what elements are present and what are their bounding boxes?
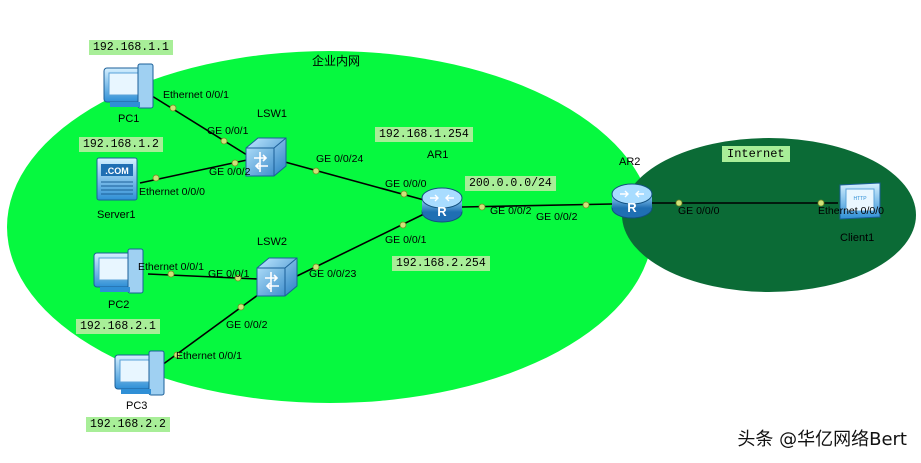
lan-zone-label: 企业内网 (312, 54, 361, 68)
svg-text:HTTP: HTTP (853, 196, 867, 202)
lsw1-name: LSW1 (257, 108, 287, 120)
lan-zone (7, 51, 653, 403)
ar1-name: AR1 (427, 149, 449, 161)
link-pc1-lsw1 (151, 95, 248, 156)
server1-name: Server1 (97, 209, 136, 221)
lsw1-g1-label: GE 0/0/1 (207, 125, 249, 137)
ar1-g1-ip-label: 192.168.2.254 (392, 256, 490, 271)
port-dot (478, 203, 486, 211)
lsw2-g1-label: GE 0/0/1 (208, 268, 250, 280)
ar2-name: AR2 (619, 156, 641, 168)
server1-icon[interactable]: .COM (96, 157, 138, 201)
ar2-g0-label: GE 0/0/0 (678, 205, 720, 217)
lsw2-icon[interactable] (256, 257, 298, 297)
server1-ip-label: 192.168.1.2 (79, 137, 163, 152)
ar1-g2-label: GE 0/0/2 (490, 205, 532, 217)
port-dot (173, 351, 181, 359)
client1-name: Client1 (840, 232, 875, 244)
watermark: 头条 @华亿网络Bert (737, 429, 907, 450)
wan-subnet-label: 200.0.0.0/24 (465, 176, 556, 191)
pc1-port-label: Ethernet 0/0/1 (163, 89, 229, 101)
ar1-g0-label: GE 0/0/0 (385, 178, 427, 190)
lsw2-g23-label: GE 0/0/23 (309, 268, 357, 280)
pc2-name: PC2 (108, 299, 130, 311)
ar2-router-icon[interactable]: R (611, 183, 653, 219)
internet-zone-label: Internet (722, 146, 790, 162)
ar1-g0-ip-label: 192.168.1.254 (375, 127, 473, 142)
port-dot (152, 174, 160, 182)
port-dot (167, 270, 175, 278)
port-dot (169, 104, 177, 112)
port-dot (312, 263, 320, 271)
internet-zone (622, 138, 916, 292)
ar1-g1-label: GE 0/0/1 (385, 234, 427, 246)
port-dot (234, 274, 242, 282)
server1-port-label: Ethernet 0/0/0 (139, 186, 205, 198)
svg-text:R: R (437, 204, 447, 219)
port-dot (231, 159, 239, 167)
svg-text:.COM: .COM (105, 166, 129, 176)
port-dot (312, 167, 320, 175)
ar1-router-icon[interactable]: R (421, 187, 463, 223)
pc2-port-label: Ethernet 0/0/1 (138, 261, 204, 273)
client1-port-label: Ethernet 0/0/0 (818, 205, 884, 217)
port-dot (400, 190, 408, 198)
pc3-icon[interactable] (114, 350, 165, 396)
pc1-ip-label: 192.168.1.1 (89, 40, 173, 55)
lsw1-g2-label: GE 0/0/2 (209, 166, 251, 178)
port-dots (152, 104, 825, 359)
lsw2-g2-label: GE 0/0/2 (226, 319, 268, 331)
port-dot (220, 137, 228, 145)
port-dot (817, 199, 825, 207)
pc1-icon[interactable] (103, 63, 154, 109)
pc3-ip-label: 192.168.2.2 (86, 417, 170, 432)
pc2-ip-label: 192.168.2.1 (76, 319, 160, 334)
port-dot (237, 303, 245, 311)
port-dot (582, 201, 590, 209)
pc1-name: PC1 (118, 113, 140, 125)
client1-icon[interactable]: HTTP (839, 182, 881, 220)
port-dot (399, 221, 407, 229)
pc3-port-label: Ethernet 0/0/1 (176, 350, 242, 362)
lsw2-name: LSW2 (257, 236, 287, 248)
pc2-icon[interactable] (93, 248, 144, 294)
svg-text:R: R (627, 200, 637, 215)
pc3-name: PC3 (126, 400, 148, 412)
lsw1-icon[interactable] (245, 137, 287, 177)
lsw1-g24-label: GE 0/0/24 (316, 153, 364, 165)
port-dot (675, 199, 683, 207)
ar2-g2-label: GE 0/0/2 (536, 211, 578, 223)
